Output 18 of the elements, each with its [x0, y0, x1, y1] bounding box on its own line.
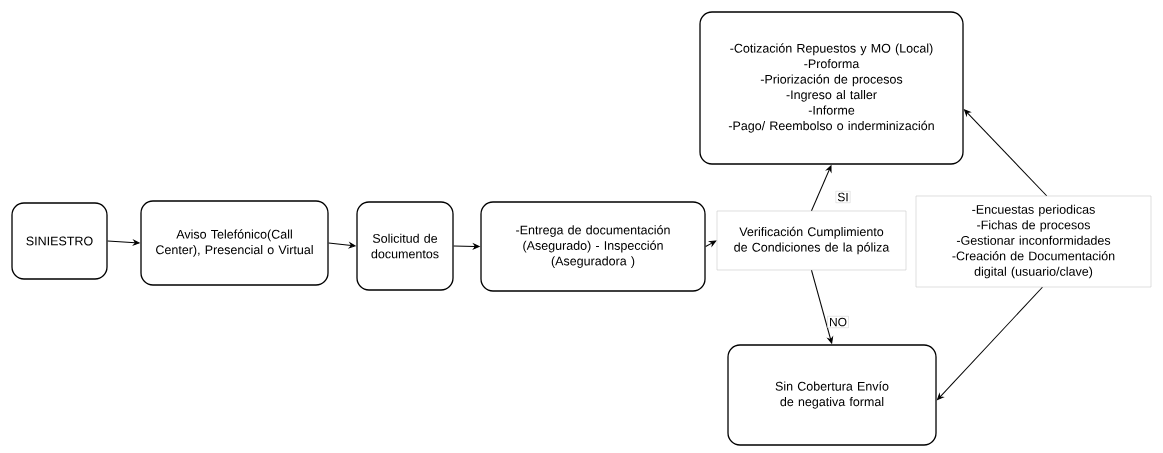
arrow	[937, 286, 1043, 401]
arrow	[107, 239, 140, 246]
process-box: -Entrega de documentación (Asegurado) - Inspección (Aseguradora )	[480, 201, 706, 292]
process-box: Aviso Telefónico(Call Center), Presencial o Virtual	[140, 200, 329, 286]
arrow	[811, 269, 833, 344]
process-box: Solicitud de documentos	[356, 201, 454, 291]
arrow	[705, 240, 717, 247]
process-box: Sin Cobertura Envío de negativa formal	[727, 344, 937, 446]
process-box: Verificación Cumplimiento de Condiciones de la póliza	[716, 210, 907, 271]
edge-label: SI	[835, 191, 851, 203]
arrow	[811, 165, 832, 212]
process-box: SINIESTRO	[11, 202, 108, 280]
arrow	[964, 109, 1048, 197]
edge-label: NO	[827, 316, 849, 328]
arrow	[328, 242, 356, 249]
arrow	[453, 243, 480, 250]
process-box: -Cotización Repuestos y MO (Local) -Proforma -Priorización de procesos -Ingreso al taller -Informe -Pago/ Reembolso o inderminización	[699, 11, 964, 165]
process-box: -Encuestas periodicas -Fichas de procesos -Gestionar inconformidades -Creación de Documentación digital (usuario/clave)	[915, 195, 1152, 288]
